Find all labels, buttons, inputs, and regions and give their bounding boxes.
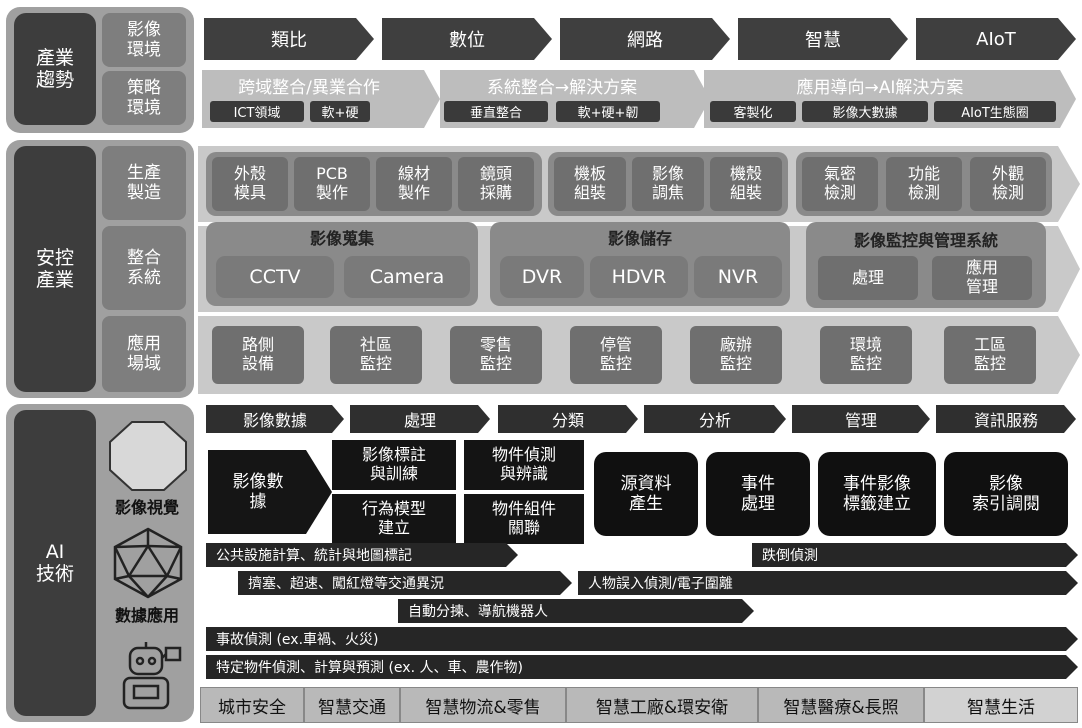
ai-flow-source: 影像數 據 <box>208 450 332 534</box>
ai-tab-analyze: 分析 <box>644 405 786 433</box>
integration-item-nvr: NVR <box>694 256 782 298</box>
strategy-chip-soft-hard-firm: 軟+硬+韌 <box>556 101 660 122</box>
production-label: 生產 製造 <box>102 146 186 220</box>
app-sorting-robot: 自動分揀、導航機器人 <box>398 599 754 623</box>
ai-tab-manage: 管理 <box>792 405 930 433</box>
production-step-function-test: 功能 檢測 <box>886 157 962 211</box>
app-object-prediction: 特定物件偵測、計算與預測 (ex. 人、車、農作物) <box>206 655 1078 679</box>
integration-item-cctv: CCTV <box>216 256 334 298</box>
robot-icon <box>122 642 182 710</box>
production-step-case: 機殼 組裝 <box>710 157 782 211</box>
production-step-seal-test: 氣密 檢測 <box>802 157 878 211</box>
app-accident-detection: 事故偵測 (ex.車禍、火災) <box>206 627 1078 651</box>
data-application-label: 數據應用 <box>114 606 179 625</box>
ai-flow-object-component: 物件組件 關聯 <box>464 494 584 544</box>
field-community: 社區 監控 <box>330 326 422 384</box>
field-parking: 停管 監控 <box>570 326 662 384</box>
scenario-smart-logistics: 智慧物流&零售 <box>400 687 566 723</box>
strategy-chip-vertical: 垂直整合 <box>444 101 548 122</box>
field-retail: 零售 監控 <box>450 326 542 384</box>
integration-group-vms-title: 影像監控與管理系統 <box>853 231 998 250</box>
trend-smart: 智慧 <box>738 18 908 60</box>
strategy-phase-3-title: 應用導向→AI解決方案 <box>796 77 964 98</box>
integration-item-hdvr: HDVR <box>590 256 688 298</box>
ai-tab-image-data: 影像數據 <box>206 405 344 433</box>
app-traffic-anomaly: 擠塞、超速、闖紅燈等交通異況 <box>238 571 572 595</box>
app-public-facility: 公共設施計算、統計與地圖標記 <box>206 543 518 567</box>
production-step-pcb: PCB 製作 <box>294 157 370 211</box>
integration-item-dvr: DVR <box>500 256 584 298</box>
trend-aiot: AIoT <box>916 18 1076 60</box>
field-worksite: 工區 監控 <box>944 326 1036 384</box>
integration-group-storage-title: 影像儲存 <box>607 229 672 248</box>
integration-group-collect-title: 影像蒐集 <box>309 229 374 248</box>
ai-flow-behavior-model: 行為模型 建立 <box>332 494 456 544</box>
strategy-chip-soft-hard: 軟+硬 <box>310 101 370 122</box>
scenario-smart-living: 智慧生活 <box>924 687 1078 723</box>
ai-flow-event-handling: 事件 處理 <box>706 452 810 536</box>
production-step-visual-test: 外觀 檢測 <box>970 157 1046 211</box>
trend-analog: 類比 <box>204 18 374 60</box>
industry-trends-title: 產業 趨勢 <box>14 13 96 125</box>
ai-flow-metadata: 源資料 產生 <box>594 452 698 536</box>
app-intrusion-detection: 人物誤入偵測/電子圍離 <box>578 571 1078 595</box>
scenario-smart-traffic: 智慧交通 <box>304 687 400 723</box>
scenario-smart-factory: 智慧工廠&環安衛 <box>566 687 758 723</box>
production-step-mold: 外殼 模具 <box>212 157 288 211</box>
production-step-board: 機板 組裝 <box>554 157 626 211</box>
strategy-chip-custom: 客製化 <box>710 101 796 122</box>
ai-tab-process: 處理 <box>350 405 490 433</box>
ai-tab-classify: 分類 <box>498 405 638 433</box>
integration-item-camera: Camera <box>344 256 470 298</box>
scenario-smart-health: 智慧醫療&長照 <box>758 687 924 723</box>
ai-flow-annotation-training: 影像標註 與訓練 <box>332 440 456 490</box>
production-step-wire: 線材 製作 <box>376 157 452 211</box>
strategy-phase-2-title: 系統整合→解決方案 <box>486 77 638 98</box>
ai-flow-image-indexing: 影像 索引調閱 <box>944 452 1068 536</box>
image-environment-label: 影像 環境 <box>102 13 186 67</box>
strategy-phase-1-title: 跨域整合/異業合作 <box>238 77 380 98</box>
field-roadside: 路側 設備 <box>212 326 304 384</box>
ai-tab-info-service: 資訊服務 <box>936 405 1076 433</box>
icosahedron-icon <box>113 527 183 599</box>
integration-item-app-manage: 應用 管理 <box>932 256 1032 300</box>
field-factory-office: 廠辦 監控 <box>690 326 782 384</box>
application-field-label: 應用 場域 <box>102 316 186 392</box>
ai-flow-object-detection: 物件偵測 與辨識 <box>464 440 584 490</box>
trend-network: 網路 <box>560 18 730 60</box>
ai-technology-title: AI 技術 <box>14 410 96 716</box>
integration-label: 整合 系統 <box>102 226 186 310</box>
production-step-focus: 影像 調焦 <box>632 157 704 211</box>
strategy-chip-aiot: AIoT生態圈 <box>934 101 1056 122</box>
strategy-chip-ict: ICT領域 <box>210 101 304 122</box>
octagon-icon <box>109 421 187 491</box>
field-environment: 環境 監控 <box>820 326 912 384</box>
strategy-environment-label: 策略 環境 <box>102 71 186 125</box>
strategy-chip-bigdata: 影像大數據 <box>802 101 928 122</box>
scenario-city-safety: 城市安全 <box>200 687 304 723</box>
integration-item-process: 處理 <box>818 256 918 300</box>
ai-flow-event-tagging: 事件影像 標籤建立 <box>818 452 936 536</box>
production-step-lens: 鏡頭 採購 <box>458 157 534 211</box>
trend-digital: 數位 <box>382 18 552 60</box>
app-fall-detection: 跌倒偵測 <box>752 543 1078 567</box>
image-vision-label: 影像視覺 <box>114 498 179 517</box>
security-industry-title: 安控 產業 <box>14 146 96 392</box>
